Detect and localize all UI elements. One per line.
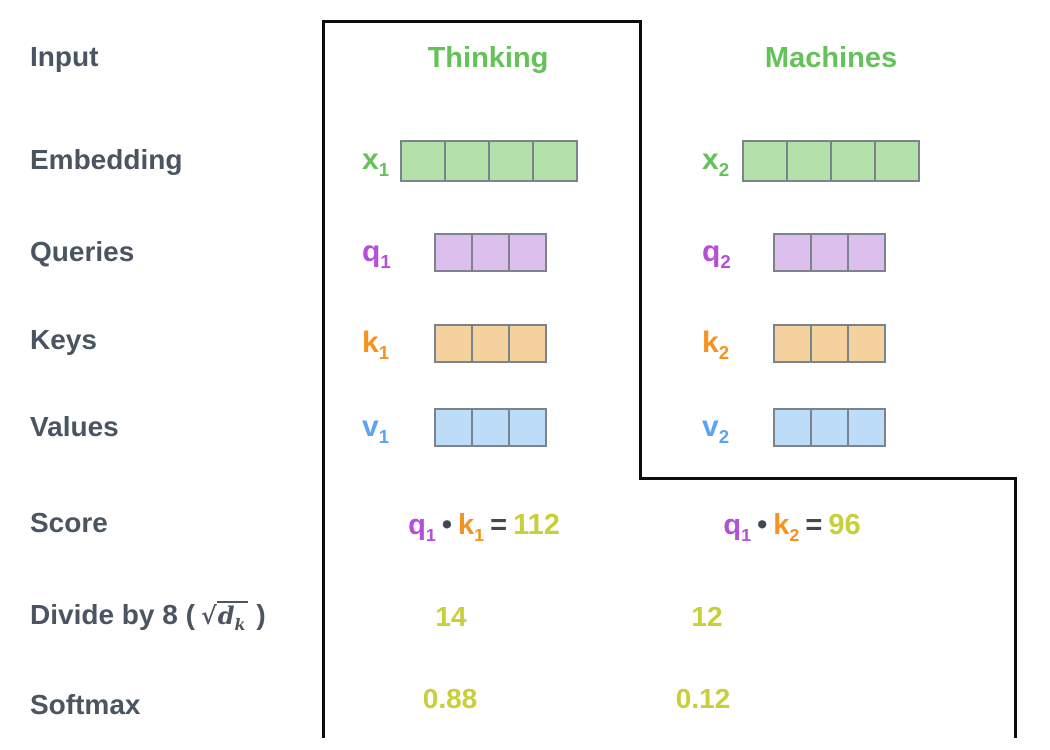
k2-cell — [773, 324, 812, 363]
row-label-keys: Keys — [30, 324, 97, 355]
k1-vector — [434, 324, 547, 363]
v1-label: v1 — [362, 410, 390, 447]
divided-value-1: 14 — [435, 601, 467, 632]
q2-cell — [810, 233, 849, 272]
row-label-score: Score — [30, 507, 108, 538]
k2-vector — [773, 324, 886, 363]
divided-value-2: 12 — [691, 601, 723, 632]
x1-cell — [444, 140, 490, 182]
q1-label: q1 — [362, 235, 391, 272]
v1-cell — [508, 408, 547, 447]
score2-result: 96 — [828, 509, 861, 541]
score1-result: 112 — [513, 509, 560, 541]
row-label-softmax: Softmax — [30, 689, 141, 720]
q1-vector — [434, 233, 547, 272]
outline-right-vertical — [1014, 477, 1017, 738]
row-label-queries: Queries — [30, 236, 135, 267]
x1-label: x1 — [362, 143, 390, 180]
x2-cell — [786, 140, 832, 182]
outline-left-vertical — [322, 20, 325, 738]
row-label-input: Input — [30, 41, 99, 72]
row-label-divide: Divide by 8 (√dk) — [30, 598, 266, 633]
equals-sign: = — [490, 509, 508, 541]
score1-q: q1 — [408, 509, 436, 545]
v1-cell — [434, 408, 473, 447]
q1-cell — [434, 233, 473, 272]
outline-top-horizontal — [322, 20, 642, 23]
radical-sign: √ — [200, 601, 217, 630]
v2-vector — [773, 408, 886, 447]
q2-label: q2 — [702, 235, 731, 272]
v2-cell — [810, 408, 849, 447]
row-label-embedding: Embedding — [30, 144, 183, 175]
equals-sign: = — [805, 509, 823, 541]
k2-label: k2 — [702, 326, 730, 363]
v1-vector — [434, 408, 547, 447]
score2-k: k2 — [773, 509, 800, 545]
outline-mid-vertical — [639, 20, 642, 480]
x2-cell — [874, 140, 920, 182]
softmax-value-2: 0.12 — [675, 683, 731, 714]
k1-cell — [471, 324, 510, 363]
row-label-values: Values — [30, 411, 119, 442]
v2-cell — [773, 408, 812, 447]
outline-step-horizontal — [639, 477, 1017, 480]
k2-cell — [810, 324, 849, 363]
k1-label: k1 — [362, 326, 390, 363]
q2-cell — [847, 233, 886, 272]
divide-prefix: Divide by 8 ( — [30, 599, 195, 630]
softmax-value-1: 0.88 — [422, 683, 478, 714]
q1-cell — [471, 233, 510, 272]
q1-cell — [508, 233, 547, 272]
score1-k: k1 — [458, 509, 485, 545]
x1-vector — [400, 140, 578, 182]
x2-cell — [830, 140, 876, 182]
x1-cell — [488, 140, 534, 182]
divide-suffix: ) — [256, 599, 266, 630]
q2-cell — [773, 233, 812, 272]
k2-cell — [847, 324, 886, 363]
token-thinking: Thinking — [427, 42, 549, 74]
k1-cell — [434, 324, 473, 363]
score-expression-1: q1•k1=112 — [408, 507, 560, 553]
dot-operator: • — [757, 509, 768, 541]
x2-label: x2 — [702, 143, 730, 180]
x2-cell — [742, 140, 788, 182]
x2-vector — [742, 140, 920, 182]
q2-vector — [773, 233, 886, 272]
v1-cell — [471, 408, 510, 447]
v2-label: v2 — [702, 410, 730, 447]
x1-cell — [532, 140, 578, 182]
v2-cell — [847, 408, 886, 447]
score-expression-2: q1•k2=96 — [723, 507, 860, 553]
radicand: dk — [216, 601, 249, 633]
dot-operator: • — [441, 509, 452, 541]
score2-q: q1 — [723, 509, 752, 545]
sqrt-dk-formula: √dk — [200, 599, 249, 633]
token-machines: Machines — [764, 42, 898, 74]
x1-cell — [400, 140, 446, 182]
k1-cell — [508, 324, 547, 363]
